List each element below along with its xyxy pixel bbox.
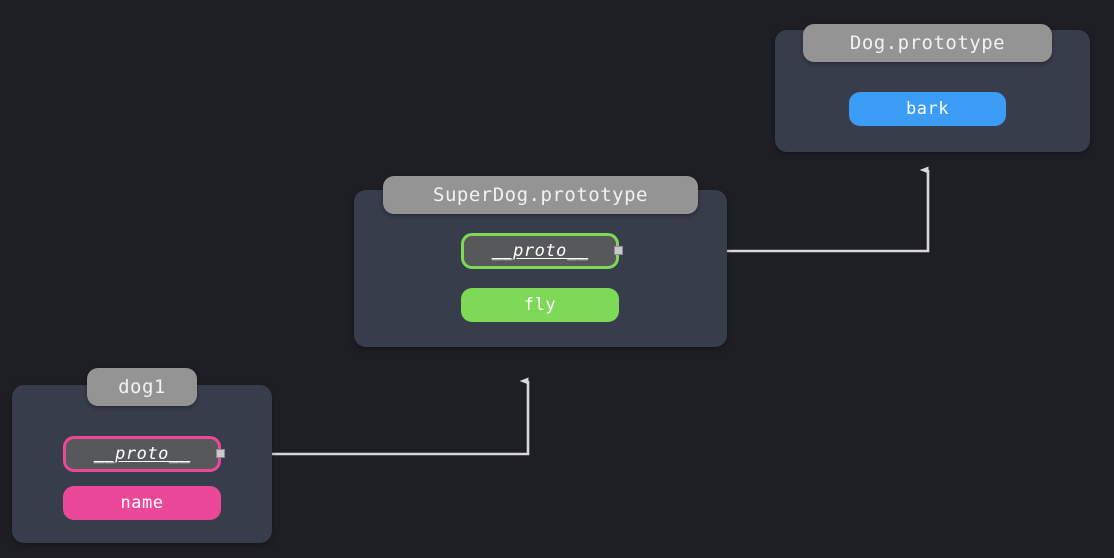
property-chip-label: bark (906, 99, 949, 119)
property-chip-name[interactable]: name (63, 486, 221, 520)
property-chip-label: name (120, 493, 164, 513)
node-title-label: Dog.prototype (849, 32, 1006, 54)
property-chip-proto-superdog[interactable]: __proto__ (461, 233, 619, 269)
connector-handle-dog1-proto[interactable] (216, 449, 225, 458)
property-chip-bark[interactable]: bark (849, 92, 1006, 126)
node-title-dog1[interactable]: dog1 (87, 368, 197, 406)
property-chip-label: __proto__ (93, 444, 191, 464)
node-title-label: SuperDog.prototype (433, 184, 648, 206)
connector-handle-superdog-proto[interactable] (614, 246, 623, 255)
property-chip-label: __proto__ (491, 241, 589, 261)
property-chip-label: fly (523, 295, 557, 315)
node-title-label: dog1 (118, 376, 166, 398)
property-chip-proto-dog1[interactable]: __proto__ (63, 436, 221, 472)
node-title-superdog-prototype[interactable]: SuperDog.prototype (383, 176, 698, 214)
node-title-dog-prototype[interactable]: Dog.prototype (803, 24, 1052, 62)
property-chip-fly[interactable]: fly (461, 288, 619, 322)
